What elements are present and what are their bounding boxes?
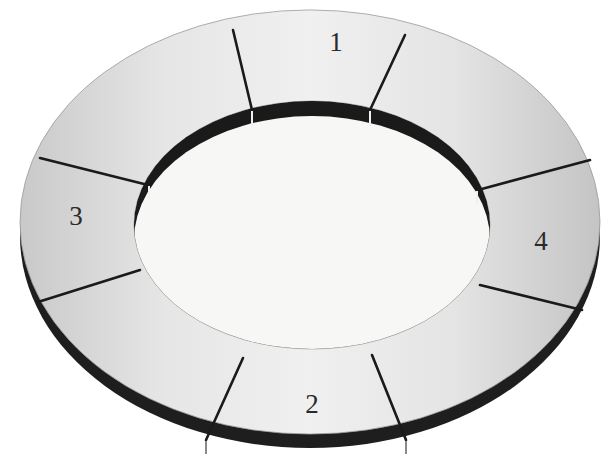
segment-number: 3 bbox=[69, 203, 83, 230]
segment-cuts bbox=[38, 30, 590, 440]
segment-number: 4 bbox=[534, 228, 548, 255]
segment-number: 1 bbox=[329, 29, 343, 56]
side-slits bbox=[206, 441, 406, 454]
segment-number: 2 bbox=[305, 391, 319, 418]
ring-hole bbox=[134, 116, 490, 364]
ring-face bbox=[20, 10, 600, 434]
wall-slits bbox=[149, 111, 477, 205]
